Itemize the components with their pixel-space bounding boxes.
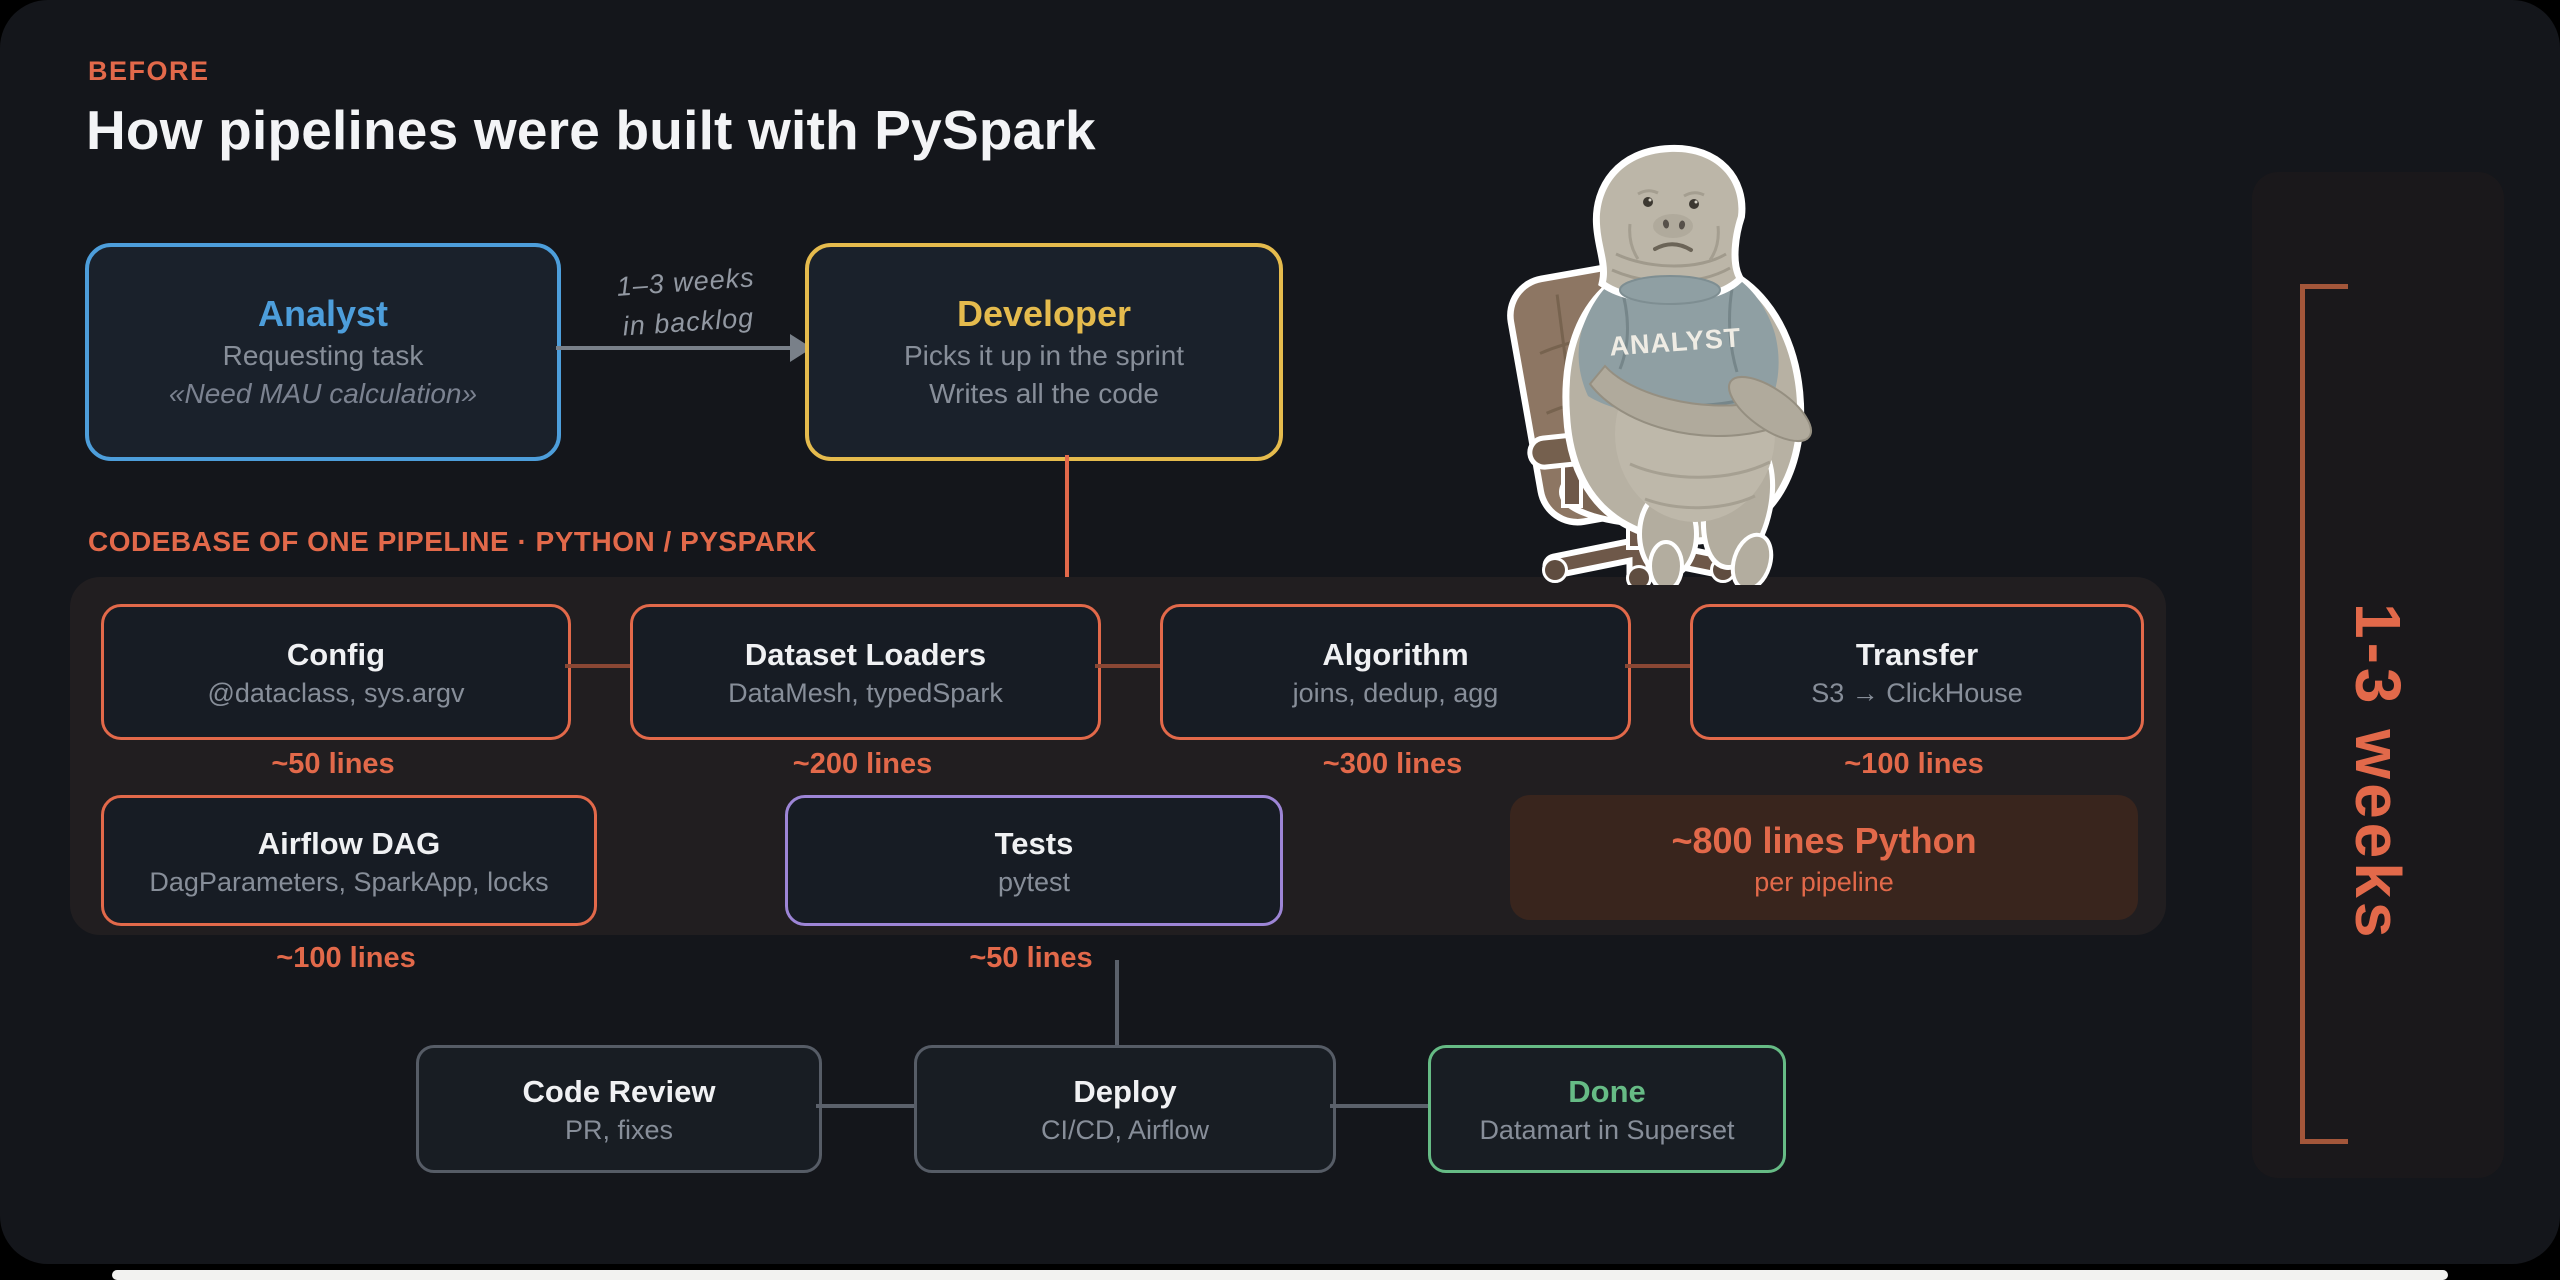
airflow-dag-subtitle: DagParameters, SparkApp, locks	[149, 866, 549, 897]
deploy-box: Deploy CI/CD, Airflow	[914, 1045, 1336, 1173]
algorithm-box: Algorithm joins, dedup, agg	[1160, 604, 1631, 740]
developer-subtitle2: Writes all the code	[929, 378, 1159, 409]
tests-title: Tests	[994, 825, 1074, 861]
tests-subtitle: pytest	[997, 866, 1071, 897]
analyst-quote: «Need MAU calculation»	[168, 378, 478, 409]
timeline-panel	[2252, 172, 2504, 1178]
creature-frown	[1653, 242, 1693, 252]
done-subtitle: Datamart in Superset	[1479, 1115, 1735, 1145]
algorithm-title: Algorithm	[1322, 637, 1469, 672]
done-title: Done	[1568, 1074, 1646, 1109]
deploy-title: Deploy	[1073, 1074, 1177, 1109]
timeline-label: 1-3 weeks	[2342, 602, 2414, 942]
analyst-title: Analyst	[257, 293, 389, 334]
connector-algorithm-transfer	[1625, 664, 1690, 668]
config-title: Config	[286, 637, 386, 672]
developer-codebase-connector	[1065, 455, 1069, 579]
dataset-loaders-box: Dataset Loaders DataMesh, typedSpark	[630, 604, 1101, 740]
connector-loaders-algorithm	[1095, 664, 1160, 668]
dataset-loaders-title: Dataset Loaders	[744, 637, 987, 672]
creature-eye-right	[1689, 199, 1699, 209]
analyst-box: Analyst Requesting task «Need MAU calcul…	[85, 243, 561, 461]
code-review-box: Code Review PR, fixes	[416, 1045, 822, 1173]
developer-box: Developer Picks it up in the sprint Writ…	[805, 243, 1283, 461]
transfer-title: Transfer	[1855, 637, 1979, 672]
total-lines-subtitle: per pipeline	[1754, 866, 1894, 897]
before-label: BEFORE	[88, 56, 210, 86]
tests-deploy-connector	[1115, 960, 1119, 1046]
creature-head	[1592, 144, 1746, 305]
analyst-meme-sticker: ANALYST	[1507, 144, 1812, 585]
airflow-dag-title: Airflow DAG	[257, 825, 441, 861]
tests-box: Tests pytest	[785, 795, 1283, 926]
creature-eye-left	[1643, 197, 1653, 207]
next-slide-edge	[112, 1270, 2448, 1280]
analyst-developer-arrow-line	[556, 346, 794, 350]
done-box: Done Datamart in Superset	[1428, 1045, 1786, 1173]
timeline-bracket-tick-bottom	[2300, 1139, 2348, 1144]
developer-title: Developer	[956, 293, 1132, 334]
algorithm-lines-label: ~300 lines	[1322, 748, 1463, 780]
dataset-loaders-lines-label: ~200 lines	[792, 748, 933, 780]
codebase-section-header: CODEBASE OF ONE PIPELINE · PYTHON / PYSP…	[88, 526, 817, 557]
config-subtitle: @dataclass, sys.argv	[207, 678, 465, 708]
transfer-subtitle: S3 → ClickHouse	[1811, 678, 2023, 708]
dataset-loaders-subtitle: DataMesh, typedSpark	[728, 678, 1003, 708]
developer-subtitle1: Picks it up in the sprint	[903, 340, 1185, 371]
deploy-subtitle: CI/CD, Airflow	[1040, 1115, 1210, 1145]
page-title: How pipelines were built with PySpark	[86, 99, 1096, 161]
tests-lines-label: ~50 lines	[969, 942, 1093, 974]
code-review-subtitle: PR, fixes	[564, 1115, 674, 1145]
code-review-title: Code Review	[522, 1074, 716, 1109]
analyst-subtitle: Requesting task	[222, 340, 424, 371]
airflow-dag-lines-label: ~100 lines	[276, 942, 416, 974]
creature-arms	[1588, 364, 1812, 443]
config-lines-label: ~50 lines	[271, 748, 395, 780]
timeline-bracket-tick-top	[2300, 284, 2348, 289]
shirt-collar	[1619, 275, 1721, 305]
transfer-box: Transfer S3 → ClickHouse	[1690, 604, 2144, 740]
connector-config-loaders	[565, 664, 630, 668]
algorithm-subtitle: joins, dedup, agg	[1292, 678, 1499, 708]
config-box: Config @dataclass, sys.argv	[101, 604, 571, 740]
connector-review-deploy	[816, 1104, 914, 1108]
backlog-note: 1–3 weeks in backlog	[579, 255, 794, 349]
connector-deploy-done	[1330, 1104, 1428, 1108]
total-lines-title: ~800 lines Python	[1671, 819, 1977, 861]
transfer-lines-label: ~100 lines	[1844, 748, 1984, 780]
timeline-bracket-line	[2300, 284, 2305, 1144]
total-lines-box: ~800 lines Python per pipeline	[1510, 795, 2138, 920]
airflow-dag-box: Airflow DAG DagParameters, SparkApp, loc…	[101, 795, 597, 926]
